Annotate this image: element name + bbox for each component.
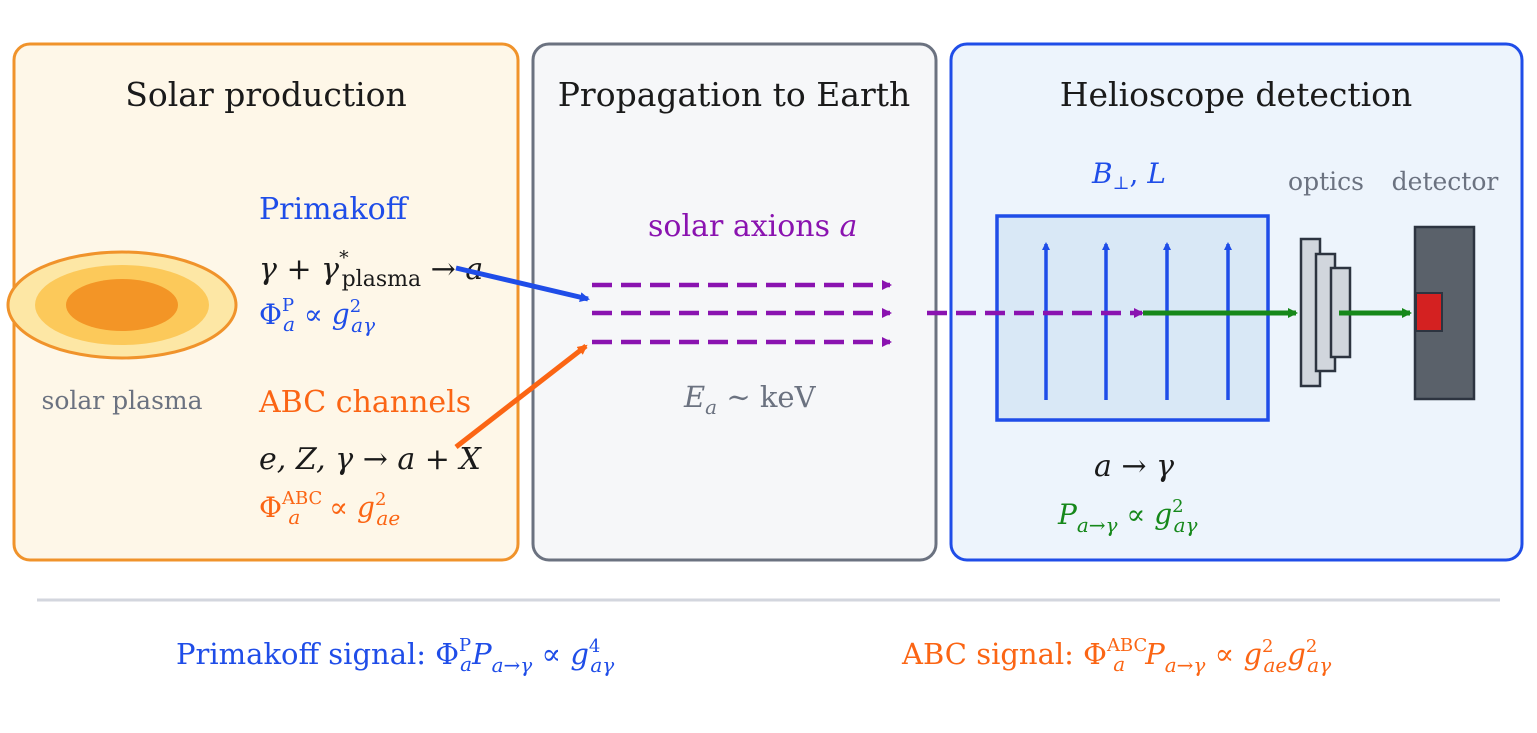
abc-reaction: e, Z, γ → a + X [259, 442, 482, 477]
helioscope-panel-title: Helioscope detection [1060, 75, 1413, 114]
solar-plasma-label: solar plasma [41, 386, 202, 415]
propagation-panel-title: Propagation to Earth [558, 75, 911, 114]
sun-icon [6, 250, 238, 360]
detector-icon [1413, 225, 1476, 401]
axion-beam [592, 280, 892, 347]
abc-heading: ABC channels [258, 385, 471, 420]
solar-axions-label: solar axions a [648, 209, 857, 244]
magnetic-field-lines [1042, 242, 1232, 400]
conversion-label: a → γ [1094, 449, 1174, 484]
primakoff-heading: Primakoff [259, 192, 410, 227]
detector-sensor [1415, 292, 1443, 332]
magnetic-field-label: B⊥, L [1091, 157, 1166, 194]
optics-label: optics [1288, 167, 1364, 196]
solar-panel-title: Solar production [125, 75, 407, 114]
detector-label: detector [1392, 167, 1499, 196]
optics-icon [1299, 237, 1352, 388]
propagation-panel [531, 42, 938, 562]
magnet-bore [995, 214, 1270, 422]
abc-arrow [454, 344, 588, 449]
primakoff-arrow [455, 265, 590, 303]
axion-energy-label: Ea ∼ keV [683, 380, 817, 419]
